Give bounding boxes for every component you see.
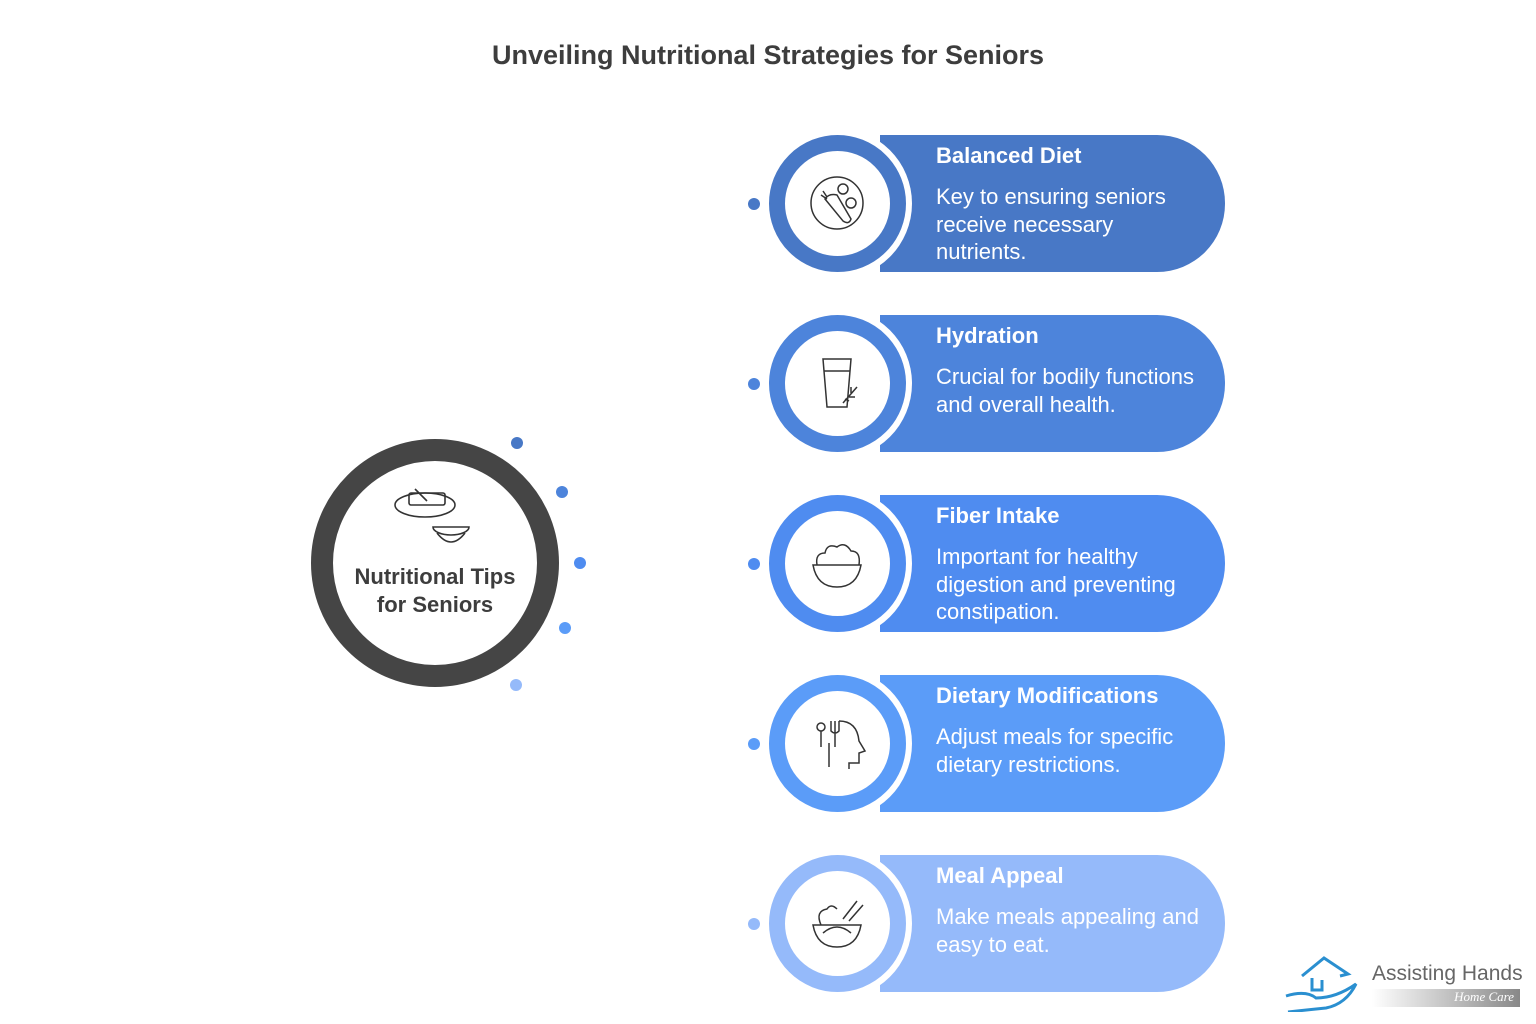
item-ring (769, 675, 906, 812)
meal-plate-icon (394, 488, 470, 543)
item-pill (880, 675, 1225, 812)
item-ring (769, 135, 906, 272)
item-fiber-intake: Fiber Intake Important for healthy diges… (740, 488, 1230, 639)
connector-dot (556, 486, 568, 498)
item-title: Balanced Diet (936, 143, 1082, 168)
item-pill (880, 135, 1225, 272)
item-description: Crucial for bodily functions and overall… (936, 364, 1195, 417)
item-title: Hydration (936, 323, 1039, 348)
item-ring (769, 315, 906, 452)
item-dot (748, 378, 760, 390)
item-description: Make meals appealing and easy to eat. (936, 904, 1199, 957)
item-dot (748, 918, 760, 930)
connector-dot (574, 557, 586, 569)
item-dot (748, 558, 760, 570)
item-dietary-modifications: Dietary Modifications Adjust meals for s… (740, 668, 1230, 819)
item-hydration: Hydration Crucial for bodily functions a… (740, 308, 1230, 459)
logo-name: Assisting Hands (1372, 962, 1523, 985)
item-meal-appeal: Meal Appeal Make meals appealing and eas… (740, 848, 1230, 999)
connector-dot (510, 679, 522, 691)
item-dot (748, 738, 760, 750)
item-title: Dietary Modifications (936, 683, 1159, 708)
item-balanced-diet: Balanced Diet Key to ensuring seniors re… (740, 128, 1230, 279)
item-title: Meal Appeal (936, 863, 1064, 888)
assisting-hands-logo: Assisting Hands Home Care (1282, 954, 1532, 1014)
item-description: Key to ensuring seniors receive necessar… (936, 184, 1166, 264)
item-description: Adjust meals for specific dietary restri… (936, 724, 1174, 777)
hub-label-line1: Nutritional Tips (354, 564, 516, 589)
noodle-bowl-icon (812, 900, 864, 948)
item-description: Important for healthy digestion and prev… (936, 544, 1176, 624)
logo-subtitle: Home Care (1372, 989, 1520, 1007)
salad-bowl-icon (812, 544, 862, 588)
item-title: Fiber Intake (936, 503, 1060, 528)
carrot-plate-icon (810, 176, 864, 230)
hand-house-icon (1285, 956, 1358, 1014)
connector-dot (559, 622, 571, 634)
head-utensils-icon (816, 720, 867, 769)
item-ring (769, 495, 906, 632)
hub-circle: Nutritional Tips for Seniors (311, 439, 559, 687)
item-pill (880, 315, 1225, 452)
item-dot (748, 198, 760, 210)
connector-dot (511, 437, 523, 449)
item-ring (769, 855, 906, 992)
item-pill (880, 495, 1225, 632)
water-glass-icon (822, 358, 858, 408)
hub-label-line2: for Seniors (376, 592, 494, 617)
item-pill (880, 855, 1225, 992)
page-title: Unveiling Nutritional Strategies for Sen… (491, 40, 1045, 70)
